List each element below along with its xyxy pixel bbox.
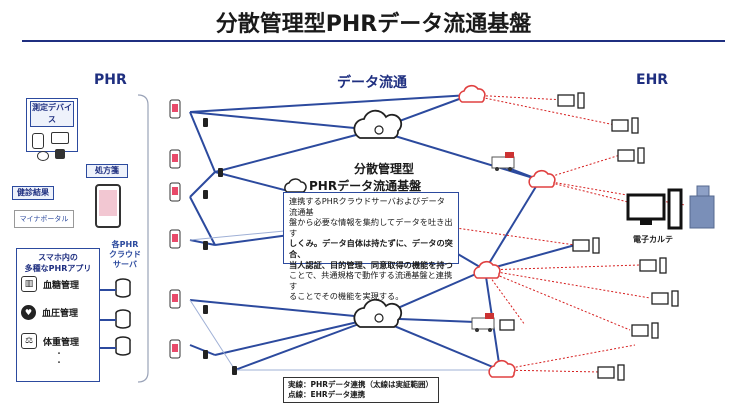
desc-line-5: ことで、共通規格で動作する流通基盤と連携す (289, 270, 453, 291)
legend-dotted: 点線：EHRデータ連携 (288, 390, 366, 399)
legend: 実線：PHRデータ連携（太線は実証範囲） 点線：EHRデータ連携 (283, 377, 439, 403)
title-divider (22, 40, 725, 42)
platform-cloud-icon (284, 177, 307, 193)
ehr-pcs (499, 92, 679, 381)
platform-title-1: 分散管理型 (353, 162, 414, 176)
ambulance-icons (471, 152, 515, 332)
checkup-label: 健診結果 (12, 186, 54, 200)
pedometer-icon (55, 149, 65, 159)
central-cloud-top (353, 109, 403, 139)
desc-line-1: 連携するPHRクラウドサーバおよびデータ流通基 (289, 196, 445, 217)
data-flow-heading: データ流通 (337, 75, 407, 91)
device-nodes (203, 118, 237, 375)
phr-cloud-label-1: 各PHR (111, 240, 139, 249)
ekarte-system (626, 185, 715, 230)
phr-app-links (100, 289, 116, 349)
apps-title-1: スマホ内の (38, 253, 78, 262)
blood-sugar-icon: ▥ (21, 276, 37, 292)
desc-line-6: ることでその機能を実現する。 (289, 291, 404, 302)
platform-title: 分散管理型 PHRデータ流通基盤 (283, 160, 469, 194)
phr-bracket (137, 94, 149, 383)
phr-apps-panel: スマホ内の 多種なPHRアプリ ▥ 血糖管理 ♥ 血圧管理 ⚖ 体重管理 ・・ (16, 248, 100, 382)
app-row-0: ▥ 血糖管理 (21, 276, 79, 292)
phr-databases (115, 278, 131, 356)
platform-description: 連携するPHRクラウドサーバおよびデータ流通基 盤から必要な情報を集約してデータ… (283, 192, 459, 301)
device-panel: 測定デバイス (26, 98, 78, 161)
phone-nodes (169, 99, 181, 359)
ehr-heading: EHR (636, 72, 669, 88)
mynaportal-logo: マイナポータル (14, 210, 74, 228)
desc-line-2: 盤から必要な情報を集約してデータを吐き出す (289, 217, 453, 238)
heart-screen-icon (99, 190, 117, 216)
bp-monitor-icon (51, 132, 69, 144)
thermometer-icon (32, 133, 44, 149)
phr-heading: PHR (94, 72, 127, 88)
desc-line-4: 当人認証、目的管理、同意取得の機能を持つ (289, 259, 453, 270)
ekarte-label: 電子カルテ (633, 235, 673, 244)
checkup-text: 健診結果 (12, 186, 54, 200)
device-icons (27, 129, 77, 163)
red-clouds (458, 84, 556, 378)
app-row-2: ⚖ 体重管理 (21, 333, 79, 349)
pharmacy-label: 処方箋 (86, 164, 128, 178)
app-row-1: ♥ 血圧管理 (21, 305, 78, 320)
phr-cloud-label-2: クラウド (109, 250, 141, 259)
page-title: 分散管理型PHRデータ流通基盤 (215, 12, 532, 37)
phr-cloud-label-3: サーバ (113, 260, 137, 269)
legend-solid: 実線：PHRデータ連携（太線は実証範囲） (288, 380, 434, 389)
watch-icon (37, 151, 49, 161)
phone-screens (172, 104, 178, 352)
device-label: 測定デバイス (30, 101, 74, 127)
main-smartphone (95, 184, 121, 228)
app-label-0: 血糖管理 (43, 280, 80, 291)
phr-cloud-label: 各PHR クラウド サーバ (104, 240, 146, 270)
app-label-1: 血圧管理 (42, 309, 79, 319)
heart-icon: ♥ (21, 305, 36, 320)
central-cloud-bottom (353, 298, 403, 328)
scale-icon: ⚖ (21, 333, 37, 349)
platform-title-2: PHRデータ流通基盤 (309, 179, 422, 193)
desc-line-3: しくみ。データ自体は持たずに、データの突合、 (289, 238, 453, 259)
apps-title-2: 多種なPHRアプリ (24, 264, 92, 273)
more-dots: ・・ (55, 349, 63, 367)
app-label-2: 体重管理 (43, 337, 80, 348)
